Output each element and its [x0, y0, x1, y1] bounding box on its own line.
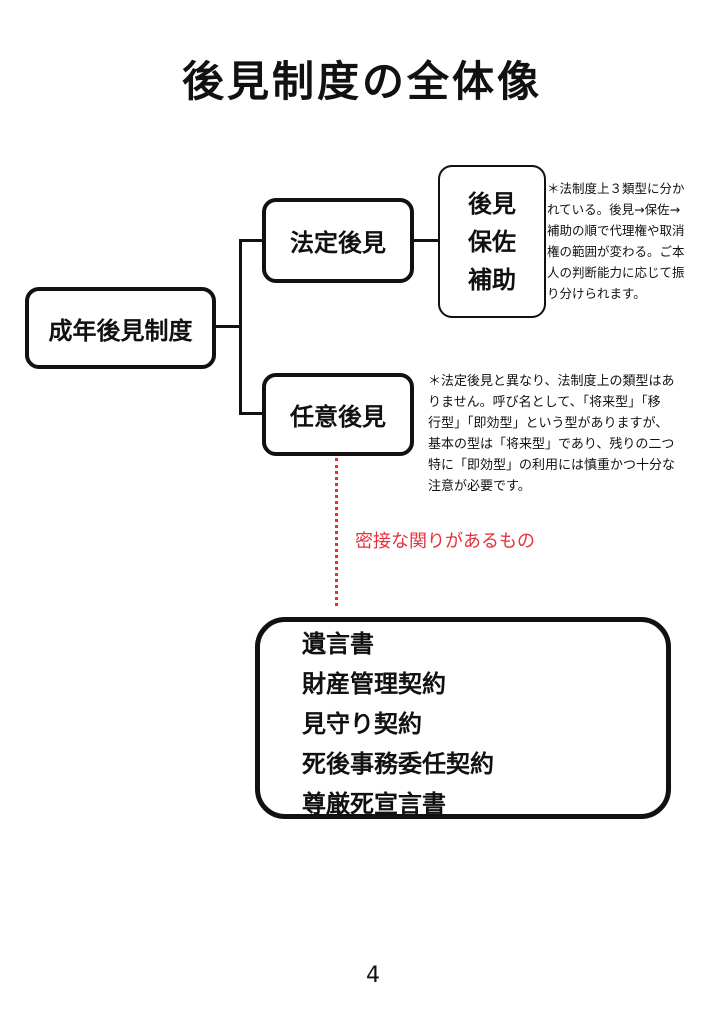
connector [413, 239, 439, 242]
voluntary-guardianship-label: 任意後見 [290, 403, 386, 431]
page-number: 4 [366, 963, 380, 988]
note-line: 人の判断能力に応じて振 [547, 265, 685, 280]
connector [215, 325, 241, 328]
note-line: 特に「即効型」の利用には慎重かつ十分な [428, 458, 676, 473]
type-item: 補助 [468, 265, 516, 294]
note-line: ＊法定後見と異なり、法制度上の類型はあ [428, 374, 675, 389]
note-line: 基本の型は「将来型」であり、残りの二つ [428, 437, 675, 452]
note-line: ＊法制度上３類型に分か [547, 181, 685, 196]
legal-guardianship-label: 法定後見 [290, 229, 386, 257]
related-label: 密接な関りがあるもの [355, 531, 535, 552]
types-box: 後見 保佐 補助 [438, 165, 546, 318]
connector [239, 412, 263, 415]
connector [239, 239, 263, 242]
connector [239, 239, 242, 415]
red-dotted-connector [335, 458, 338, 606]
voluntary-note: ＊法定後見と異なり、法制度上の類型はあ りません。呼び名として、「将来型」「移 … [428, 371, 675, 497]
related-box: 遺言書 財産管理契約 見守り契約 死後事務委任契約 尊厳死宣言書 [255, 617, 671, 819]
note-line: れている。後見→保佐→ [547, 202, 681, 217]
related-item: 財産管理契約 [302, 670, 446, 698]
type-item: 後見 [468, 189, 516, 218]
legal-note: ＊法制度上３類型に分か れている。後見→保佐→ 補助の順で代理権や取消 権の範囲… [547, 178, 685, 304]
legal-guardianship-box: 法定後見 [262, 198, 414, 283]
related-item: 遺言書 [302, 630, 374, 658]
related-item: 見守り契約 [302, 710, 422, 738]
note-line: りません。呼び名として、「将来型」「移 [428, 395, 661, 410]
voluntary-guardianship-box: 任意後見 [262, 373, 414, 456]
root-box: 成年後見制度 [25, 287, 216, 369]
root-label: 成年後見制度 [48, 316, 193, 345]
note-line: 補助の順で代理権や取消 [547, 223, 685, 238]
note-line: 注意が必要です。 [428, 479, 531, 494]
note-line: 行型」「即効型」という型がありますが、 [428, 416, 669, 431]
type-item: 保佐 [468, 227, 516, 256]
related-item: 死後事務委任契約 [302, 750, 494, 778]
note-line: 権の範囲が変わる。ご本 [547, 244, 685, 259]
page-title: 後見制度の全体像 [181, 57, 542, 106]
related-item: 尊厳死宣言書 [302, 790, 446, 818]
note-line: り分けられます。 [547, 286, 646, 301]
